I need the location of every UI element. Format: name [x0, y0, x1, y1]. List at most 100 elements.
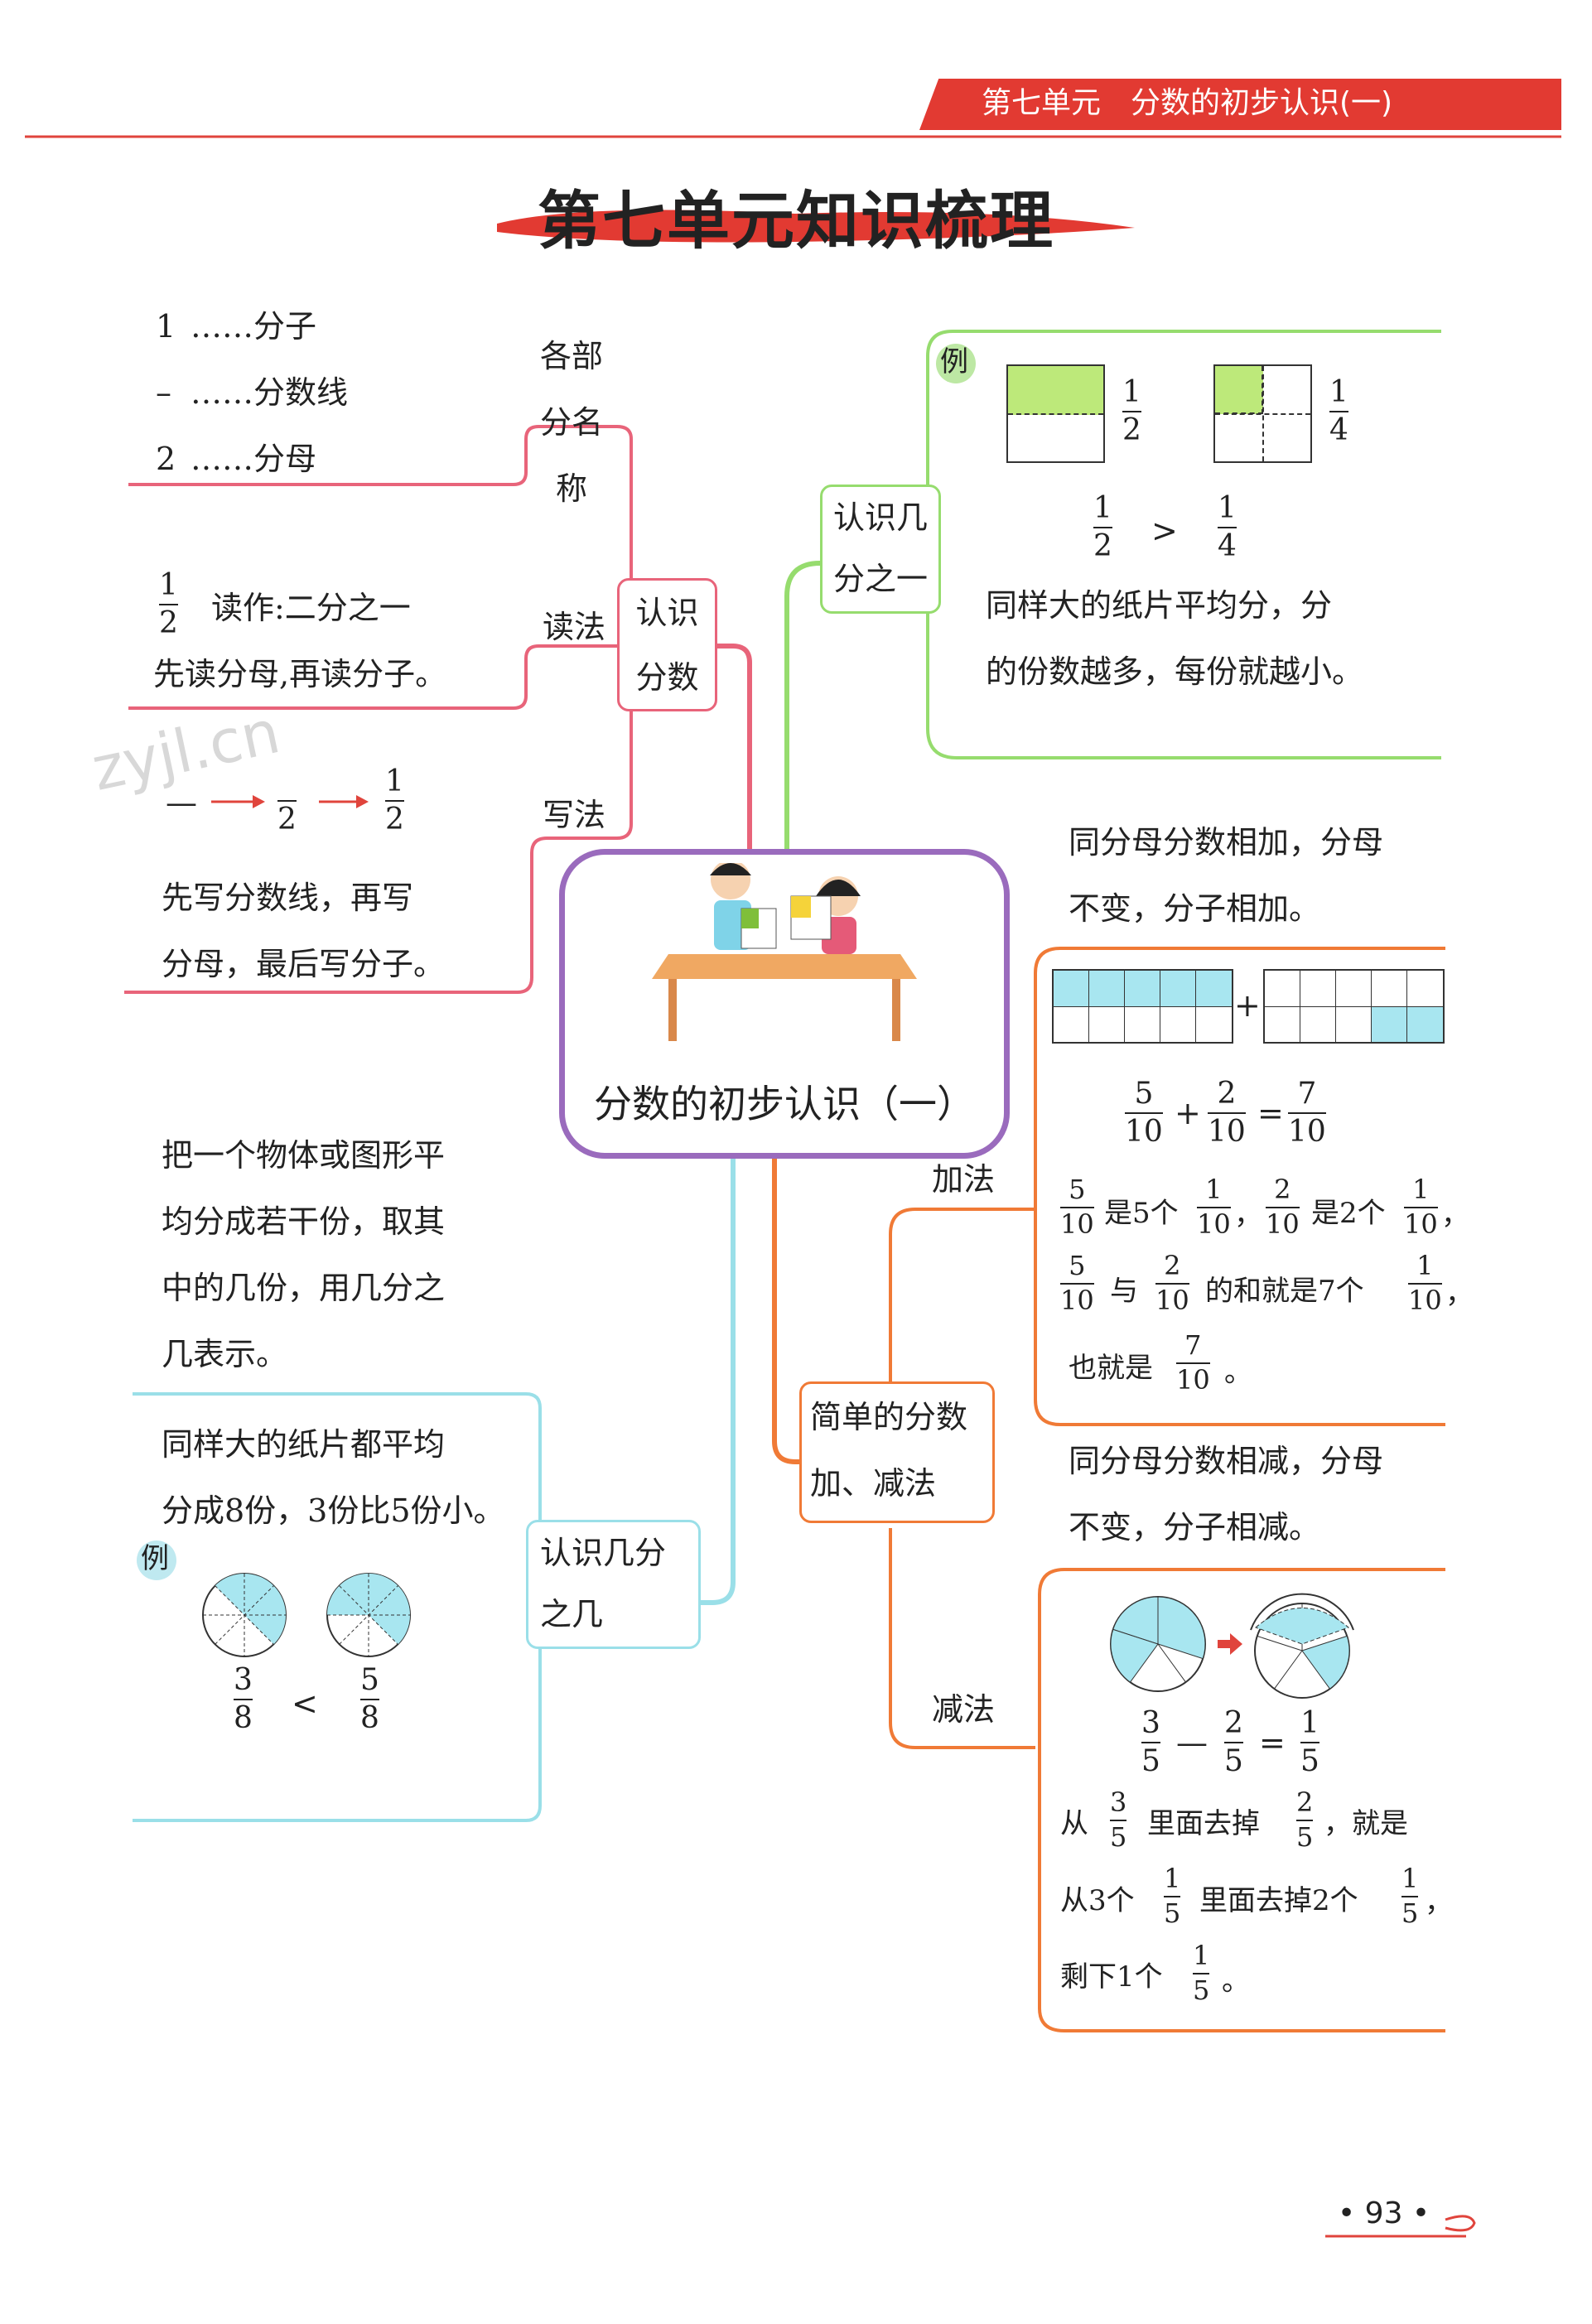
ex1-a-num: 5	[1069, 1174, 1086, 1205]
several-def-3: 中的几份，用几分之	[162, 1270, 446, 1306]
write-dash: —	[166, 784, 197, 821]
read-as: 读作:二分之一	[211, 590, 411, 626]
write-den: 2	[277, 802, 297, 837]
sub2-a-num: 1	[1164, 1863, 1181, 1894]
center-title: 分数的初步认识（一）	[594, 1082, 975, 1126]
several-cmp: <	[292, 1685, 318, 1722]
ex1-b-num: 1	[1205, 1174, 1223, 1205]
add-a-num: 5	[1134, 1077, 1154, 1111]
numerator-label: ……分子	[191, 308, 317, 345]
illustration-kids-table	[652, 863, 917, 1045]
ex1-c-den: 10	[1266, 1208, 1300, 1240]
several-def-2: 均分成若干份，取其	[162, 1203, 446, 1240]
sub1-b-den: 5	[1296, 1820, 1314, 1853]
node-know-several: 认识几分之几	[526, 1520, 701, 1649]
half-shape	[1006, 364, 1105, 463]
add-rule-2: 不变，分子相加。	[1069, 890, 1321, 927]
sub2-comma: ，	[1425, 1886, 1453, 1919]
ex3-a-den: 10	[1176, 1363, 1210, 1396]
write-num: 1	[385, 764, 404, 798]
label-part-names: 各部分名称	[539, 338, 603, 507]
several-rule-1: 同样大的纸片都平均	[162, 1426, 446, 1463]
write-step2: 22	[277, 766, 297, 836]
f2-den: 4	[1329, 412, 1348, 447]
sub3-a-den: 5	[1193, 1974, 1210, 2006]
add-eq-op: +	[1175, 1095, 1201, 1131]
ex1-a-den: 10	[1060, 1208, 1094, 1240]
ex1-is5: 是5个	[1104, 1197, 1179, 1230]
sub-a-num: 3	[1141, 1706, 1160, 1740]
f1-num: 1	[1122, 375, 1141, 409]
center-node: 分数的初步认识（一）	[559, 849, 1010, 1159]
add-eq-eq: =	[1257, 1095, 1284, 1131]
sub-b-num: 2	[1224, 1706, 1243, 1740]
sub-rule-1: 同分母分数相减，分母	[1069, 1443, 1384, 1479]
sub1-a-den: 5	[1110, 1820, 1127, 1853]
write-rule-2: 分母，最后写分子。	[162, 946, 446, 982]
denominator-digit: 2	[156, 441, 176, 477]
sub3-left: 剩下1个	[1060, 1960, 1163, 1994]
node-know-fraction: 认识分数	[617, 578, 717, 711]
cmp-b-den: 4	[1218, 528, 1237, 563]
sub-r-den: 5	[1300, 1743, 1319, 1778]
ex2-a-num: 5	[1069, 1250, 1086, 1281]
denominator-label: ……分母	[191, 441, 317, 477]
label-add: 加法	[932, 1161, 996, 1198]
cmp-a-num: 1	[1093, 491, 1112, 525]
unit-banner	[919, 79, 1561, 130]
label-write: 写法	[543, 797, 606, 833]
page-number: • 93 •	[1338, 2196, 1430, 2230]
sub1-b-num: 2	[1296, 1786, 1314, 1818]
example-badge-2	[137, 1540, 176, 1580]
several-def-1: 把一个物体或图形平	[162, 1137, 446, 1174]
node-know-one-of-label: 认识几分之一	[832, 499, 928, 597]
example-label: 例	[940, 345, 968, 378]
several-def-4: 几表示。	[162, 1336, 288, 1372]
sub-eq-eq: =	[1259, 1724, 1286, 1761]
add-b-den: 10	[1208, 1114, 1246, 1149]
several-rule-2: 分成8份，3份比5份小。	[162, 1492, 505, 1529]
add-b-num: 2	[1217, 1077, 1237, 1111]
ex2-b-num: 2	[1164, 1250, 1181, 1281]
label-read: 读法	[543, 609, 606, 645]
sub1-remove: 里面去掉	[1147, 1807, 1260, 1840]
ex2-comma: ，	[1445, 1277, 1474, 1310]
sub-a-den: 5	[1141, 1743, 1160, 1778]
several-b-num: 5	[360, 1663, 379, 1697]
sub1-a-num: 3	[1110, 1786, 1127, 1818]
fraction-line-mark: –	[156, 374, 171, 411]
ex1-d-den: 10	[1404, 1208, 1438, 1240]
add-r-den: 10	[1288, 1114, 1326, 1149]
label-sub: 减法	[932, 1691, 996, 1728]
sub1-from: 从	[1060, 1807, 1088, 1840]
sub2-remove: 里面去掉2个	[1199, 1884, 1358, 1917]
cmp-b-num: 1	[1218, 491, 1237, 525]
sub3-period: 。	[1222, 1965, 1250, 1998]
sub2-b-num: 1	[1401, 1863, 1419, 1894]
fraction-line-label: ……分数线	[191, 374, 349, 411]
unit-banner-text: 第七单元 分数的初步认识(一)	[982, 86, 1393, 120]
several-a-den: 8	[234, 1700, 253, 1735]
sub2-b-den: 5	[1401, 1897, 1419, 1929]
ex2-c-num: 1	[1416, 1250, 1434, 1281]
sub-eq-op: —	[1176, 1724, 1208, 1761]
sub3-a-num: 1	[1193, 1940, 1210, 1971]
quarter-shape	[1213, 364, 1312, 463]
